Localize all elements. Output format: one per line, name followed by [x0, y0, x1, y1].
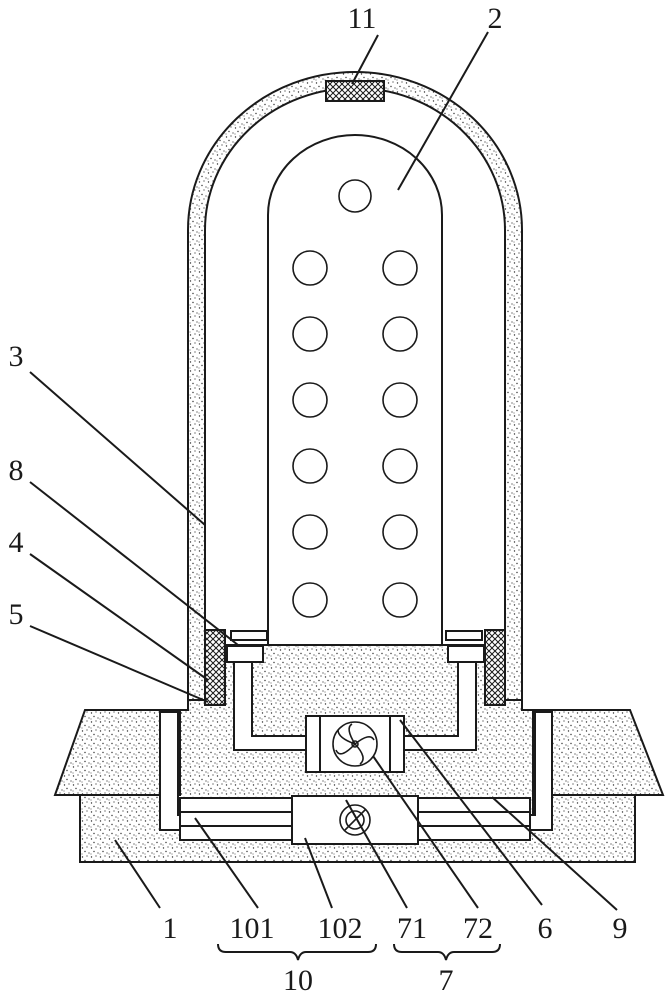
label-4: 4 — [9, 526, 24, 559]
label-102: 102 — [318, 912, 363, 945]
vent-holes — [292, 179, 418, 618]
label-9: 9 — [613, 912, 628, 945]
fan-icon — [332, 721, 378, 767]
leader-lines — [29, 31, 618, 911]
label-3: 3 — [9, 340, 24, 373]
label-7: 7 — [439, 964, 454, 997]
bearing-right — [445, 630, 485, 663]
inner-column — [267, 134, 443, 646]
top-vent — [325, 80, 385, 102]
fan-frame-right — [389, 715, 405, 773]
motor-outer-circle — [339, 804, 371, 836]
fan-frame-left — [305, 715, 321, 773]
label-5: 5 — [9, 598, 24, 631]
fan-blades — [335, 723, 375, 765]
label-1: 1 — [163, 912, 178, 945]
label-8: 8 — [9, 454, 24, 487]
label-71: 71 — [397, 912, 427, 945]
motor-shaft — [344, 808, 367, 831]
motor-inner-circle — [345, 810, 365, 830]
seal-strip-left — [204, 629, 226, 706]
label-101: 101 — [230, 912, 275, 945]
heater-plates — [179, 797, 531, 841]
label-11: 11 — [348, 2, 377, 35]
label-10: 10 — [283, 964, 313, 997]
label-6: 6 — [538, 912, 553, 945]
label-2: 2 — [488, 2, 503, 35]
brace-10 — [217, 943, 377, 961]
label-72: 72 — [463, 912, 493, 945]
seal-strip-right — [484, 629, 506, 706]
bearing-left — [226, 630, 268, 663]
brace-7 — [393, 943, 501, 961]
